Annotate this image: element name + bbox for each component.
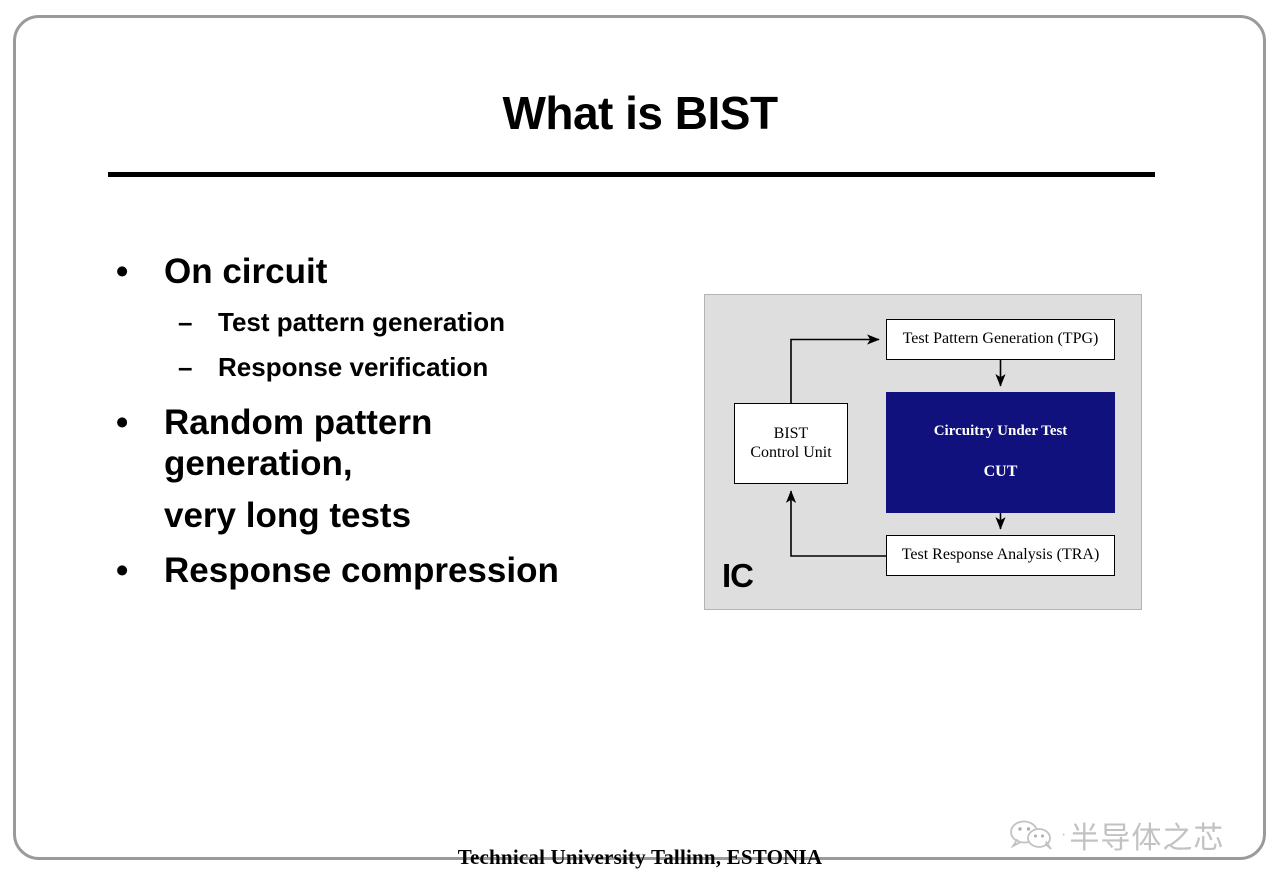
bullet-label: Response verification xyxy=(218,351,489,382)
block-test-pattern-generation: Test Pattern Generation (TPG) xyxy=(886,319,1115,360)
bullet-response-compression: • Response compression xyxy=(108,551,678,592)
bullet-marker-dot: • xyxy=(116,402,129,442)
bullet-response-verification: – Response verification xyxy=(108,352,678,383)
block-label-title: Circuitry Under Test xyxy=(933,423,1068,440)
block-label: Test Response Analysis (TRA) xyxy=(901,546,1100,564)
bullet-marker-dash: – xyxy=(178,351,193,382)
bullet-on-circuit: • On circuit xyxy=(108,252,678,293)
diagram-connectors xyxy=(785,334,1006,557)
bullet-label: On circuit xyxy=(164,252,328,291)
diagram-container-label-ic: IC xyxy=(722,557,754,594)
block-label: Test Pattern Generation (TPG) xyxy=(902,330,1099,348)
bullet-marker-dot: • xyxy=(116,252,129,291)
bullet-label: Test pattern generation xyxy=(218,306,506,337)
bullet-label-line-2: generation, xyxy=(164,443,353,483)
bullet-marker-dash: – xyxy=(178,306,193,337)
bist-block-diagram: Test Pattern Generation (TPG) Circuitry … xyxy=(704,294,1142,610)
page-title: What is BIST xyxy=(502,87,778,139)
block-circuitry-under-test: Circuitry Under Test CUT xyxy=(886,392,1115,513)
block-label-abbreviation: CUT xyxy=(983,462,1018,480)
bullet-marker-dot: • xyxy=(116,550,129,590)
footer-attribution: Technical University Tallinn, ESTONIA xyxy=(457,845,823,869)
block-label-line-1: BIST xyxy=(773,424,809,442)
bullet-label-line-3: very long tests xyxy=(164,496,412,536)
block-test-response-analysis: Test Response Analysis (TRA) xyxy=(886,535,1115,576)
watermark-separator: · xyxy=(1061,826,1067,843)
block-bist-control-unit: BIST Control Unit xyxy=(734,403,848,484)
bullet-list: • On circuit – Test pattern generation –… xyxy=(108,252,678,595)
bullet-label: Response compression xyxy=(164,550,559,590)
block-label-line-2: Control Unit xyxy=(750,443,832,461)
bullet-label-line-1: Random pattern xyxy=(164,402,433,442)
bullet-random-pattern-generation: • Random pattern generation, very long t… xyxy=(108,403,678,537)
bullet-test-pattern-generation: – Test pattern generation xyxy=(108,307,678,338)
title-divider xyxy=(108,172,1155,177)
